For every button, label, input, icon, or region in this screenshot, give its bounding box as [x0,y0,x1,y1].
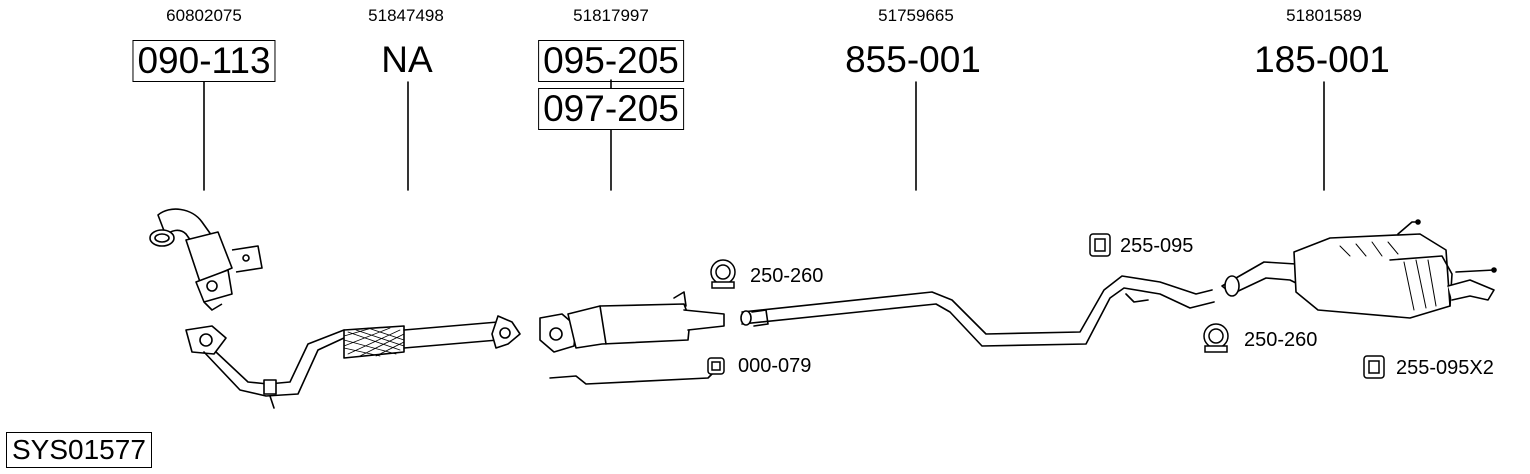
catalytic-converter-icon [149,208,263,311]
system-code-label: SYS01577 [6,432,152,468]
accessory-label-clamp-front[interactable]: 250-260 [750,265,824,287]
front-pipe-icon [185,315,521,409]
oem-number-col-2: 51847498 [368,6,444,25]
part-number-col-4[interactable]: 855-001 [845,39,981,80]
oem-number-col-5: 51801589 [1286,6,1362,25]
oem-number-col-1: 60802075 [166,6,242,25]
rear-silencer-icon [1221,219,1497,319]
part-number-col-2[interactable]: NA [381,39,433,80]
sensor-connector-icon [707,357,725,375]
centre-pipe-icon [740,275,1215,347]
accessory-label-connector[interactable]: 000-079 [738,355,812,377]
oem-number-col-3: 51817997 [573,6,649,25]
oem-number-col-4: 51759665 [878,6,954,25]
accessory-label-mount-rear[interactable]: 255-095X2 [1396,357,1494,379]
diesel-particulate-filter-icon [539,291,725,385]
clamp-icon [710,259,736,289]
rubber-mount-icon [1089,233,1111,257]
part-number-col-5[interactable]: 185-001 [1254,39,1390,80]
part-number-col-3b[interactable]: 097-205 [538,88,684,130]
rubber-mount-icon [1363,355,1385,379]
accessory-label-mount-centre[interactable]: 255-095 [1120,235,1194,257]
clamp-icon [1203,323,1229,353]
accessory-label-clamp-rear[interactable]: 250-260 [1244,329,1318,351]
part-number-col-1[interactable]: 090-113 [132,40,276,82]
part-number-col-3a[interactable]: 095-205 [538,40,684,82]
